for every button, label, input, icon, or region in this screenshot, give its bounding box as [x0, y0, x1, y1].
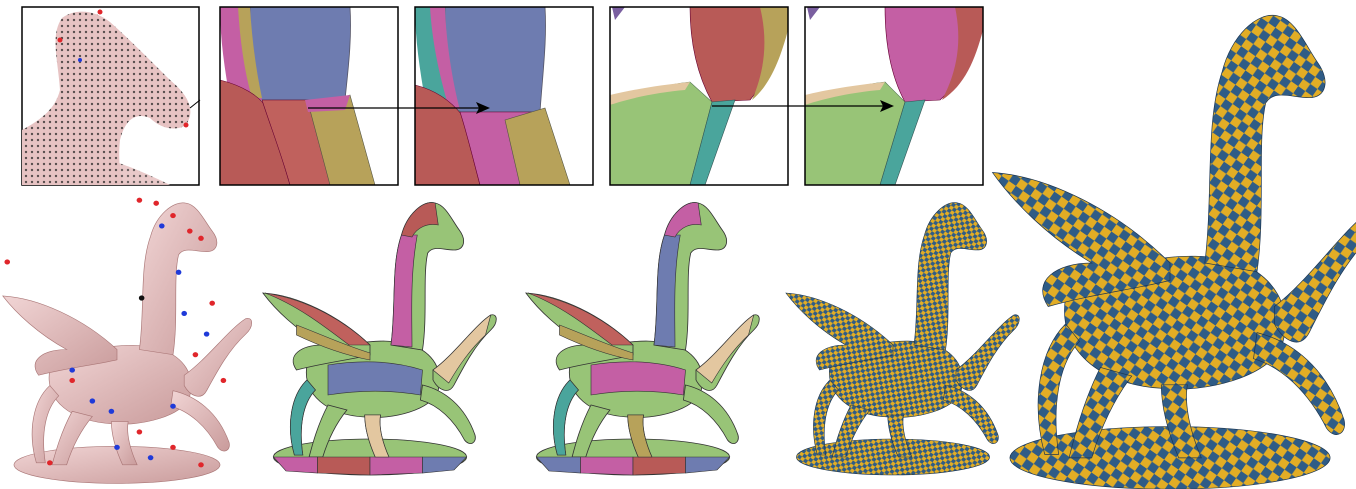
inset-neck-patch-before	[220, 7, 398, 185]
inset-head-closeup-mesh	[22, 7, 200, 190]
model-segmentation-after	[526, 203, 759, 475]
model-checkerboard-parameterization	[786, 203, 1019, 475]
inset-leg-patch-after	[805, 7, 983, 185]
model-input-mesh-feature-points	[3, 198, 252, 484]
inset-neck-patch-after	[415, 7, 593, 185]
model-checkerboard-parameterization-zoom	[993, 15, 1356, 489]
model-segmentation-before	[263, 203, 496, 475]
inset-leg-patch-before	[610, 7, 788, 185]
